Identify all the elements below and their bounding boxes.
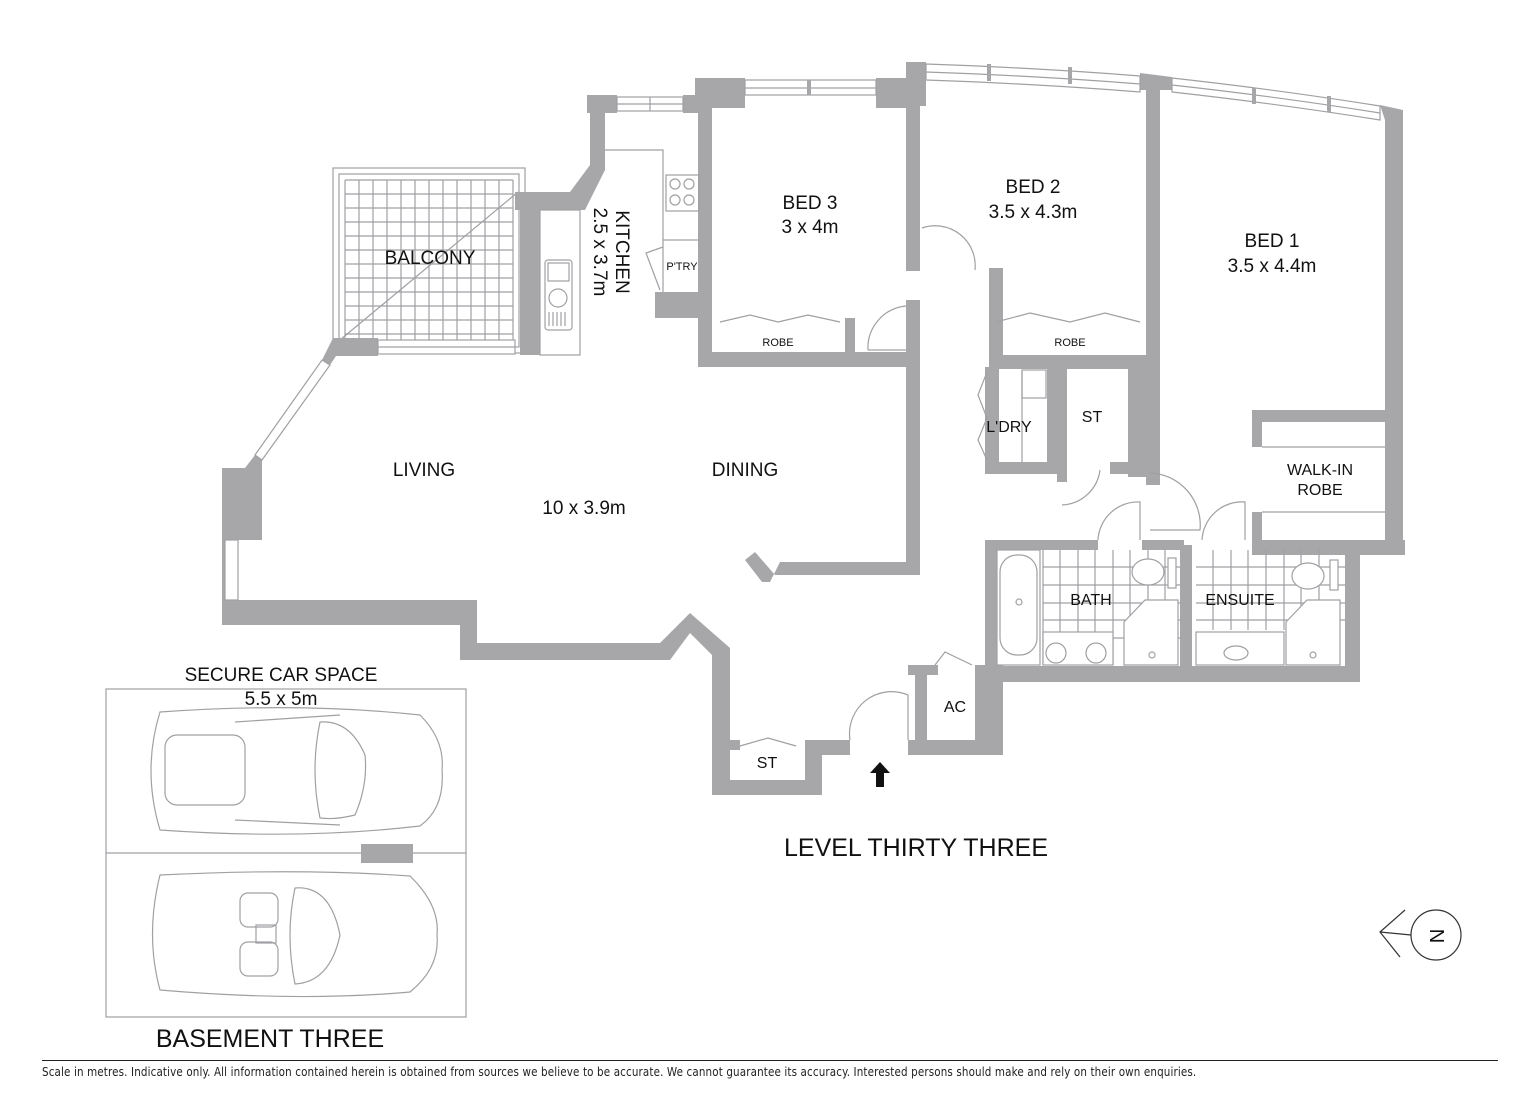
car-space-label: SECURE CAR SPACE (185, 665, 378, 686)
living-label: LIVING (393, 460, 455, 481)
balcony-label: BALCONY (385, 248, 476, 269)
car-space-dims: 5.5 x 5m (245, 689, 318, 710)
entry-arrow-icon (870, 762, 890, 787)
room-labels: BALCONY KITCHEN 2.5 x 3.7m P'TRY BED 3 3… (156, 177, 1447, 1053)
fixtures (539, 149, 1385, 747)
bed2-label: BED 2 (1006, 177, 1061, 198)
robe-bed2-label: ROBE (1054, 337, 1085, 349)
car-space (105, 688, 467, 1018)
disclaimer-text: Scale in metres. Indicative only. All in… (42, 1064, 1197, 1079)
robe-bed3-label: ROBE (762, 337, 793, 349)
bath-label: BATH (1070, 592, 1111, 609)
north-arrow-icon (1379, 909, 1462, 961)
bed3-dims: 3 x 4m (781, 217, 838, 238)
bed1-dims: 3.5 x 4.4m (1228, 256, 1317, 277)
storage-entry-label: ST (757, 755, 778, 772)
kitchen-dims: 2.5 x 3.7m (589, 208, 610, 297)
bed2-dims: 3.5 x 4.3m (989, 202, 1078, 223)
kitchen-label: KITCHEN (611, 210, 632, 293)
windows (224, 63, 1381, 601)
walk-in-robe-label-2: ROBE (1297, 482, 1342, 499)
storage-hall-label: ST (1082, 409, 1103, 426)
living-dining-dims: 10 x 3.9m (542, 498, 625, 519)
walk-in-robe-label-1: WALK-IN (1287, 462, 1353, 479)
level-title: LEVEL THIRTY THREE (784, 834, 1048, 862)
footer-divider (42, 1060, 1498, 1061)
compass-letter: N (1425, 929, 1447, 943)
ensuite-label: ENSUITE (1205, 592, 1274, 609)
balcony-area (332, 167, 526, 354)
laundry-label: L'DRY (986, 419, 1032, 436)
walls (222, 62, 1405, 795)
ac-label: AC (944, 699, 966, 716)
car-convertible-icon (151, 871, 438, 998)
car-coupe-icon (150, 707, 443, 835)
dining-label: DINING (712, 460, 779, 481)
bed3-label: BED 3 (783, 193, 838, 214)
basement-title: BASEMENT THREE (156, 1025, 384, 1053)
bed1-label: BED 1 (1245, 231, 1300, 252)
pantry-label: P'TRY (666, 261, 698, 273)
